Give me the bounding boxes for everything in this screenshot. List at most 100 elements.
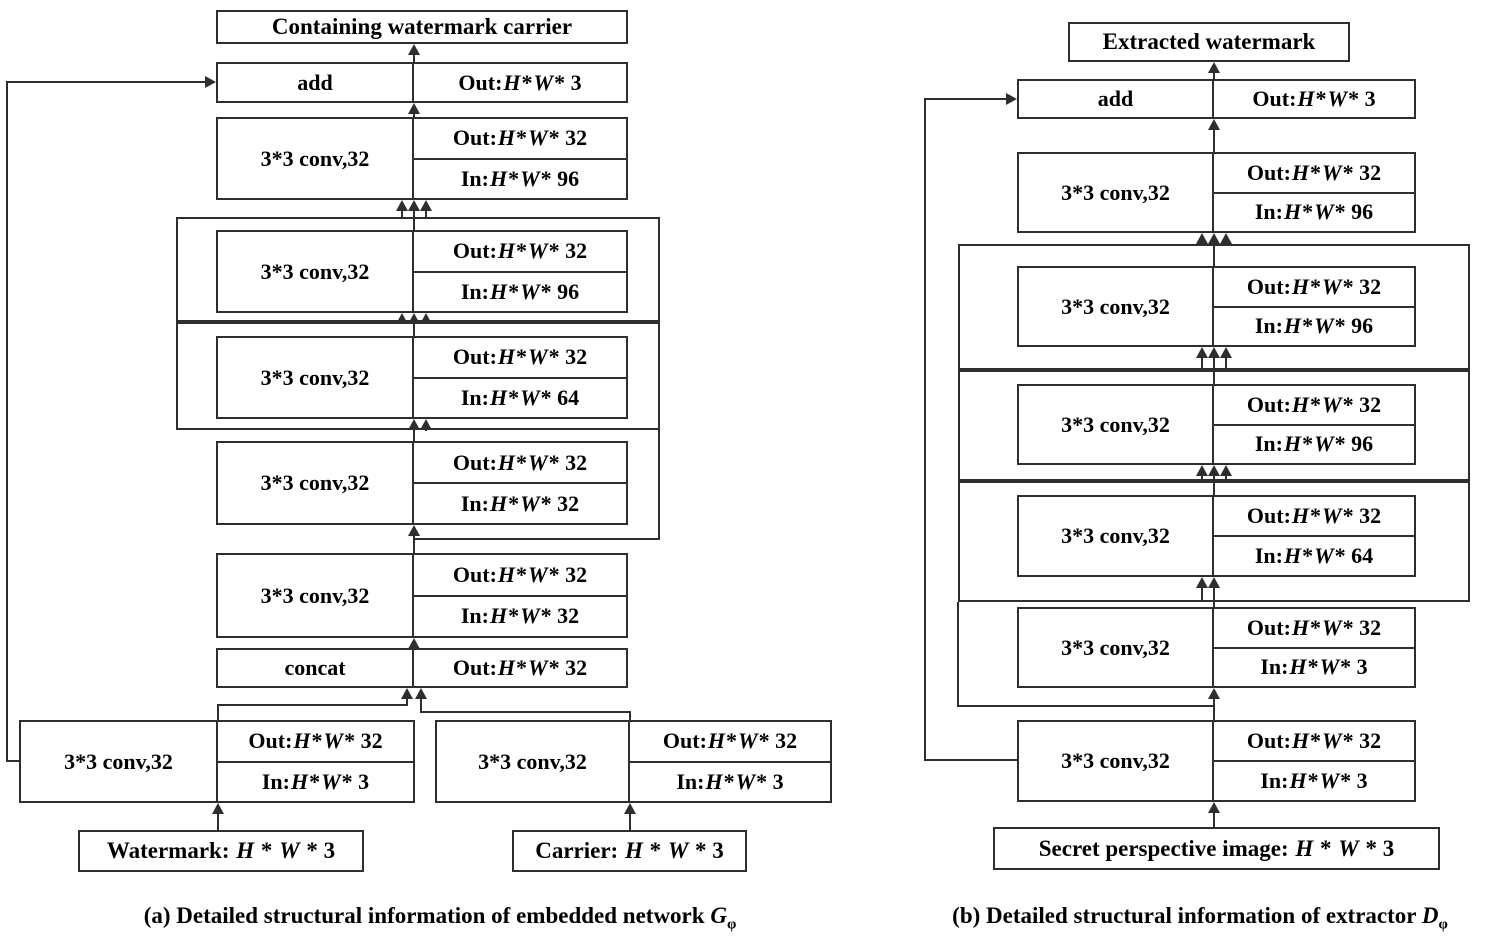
arrow-line xyxy=(1213,811,1215,827)
route-line xyxy=(217,704,219,720)
arrow-line xyxy=(425,209,427,217)
arrow-up-icon xyxy=(408,103,420,114)
arrow-line xyxy=(1201,356,1203,370)
arrow-up-icon xyxy=(1208,688,1220,699)
arrow-line xyxy=(1213,697,1215,720)
conv-in: In: H * W * 32 xyxy=(460,490,580,516)
conv-in: In: H * W * 96 xyxy=(1254,313,1374,339)
conv-in: In: H * W * 64 xyxy=(1254,543,1374,568)
conv-in: In: H * W * 3 xyxy=(1260,768,1368,793)
arrow-up-icon xyxy=(420,200,432,211)
arrow-up-icon xyxy=(408,419,420,430)
arrow-line xyxy=(217,812,219,830)
conv-in: In: H * W * 64 xyxy=(460,384,580,410)
arrow-up-icon xyxy=(408,44,420,55)
arrow-line xyxy=(1213,71,1215,79)
arrow-line xyxy=(1225,474,1227,481)
arrow-up-icon xyxy=(1196,347,1208,358)
arrow-line xyxy=(1201,586,1203,602)
arrow-up-icon xyxy=(1220,465,1232,476)
arrow-up-icon xyxy=(1208,62,1220,73)
conv-label: 3*3 conv,32 xyxy=(21,722,218,801)
conv-label: 3*3 conv,32 xyxy=(1019,722,1214,800)
conv-out: Out: H * W * 32 xyxy=(1214,154,1414,194)
conv-in: In: H * W * 96 xyxy=(1254,199,1374,225)
arrow-line xyxy=(629,812,631,830)
arrow-up-icon xyxy=(408,638,420,649)
arrow-line xyxy=(1225,356,1227,370)
arrow-line xyxy=(1213,128,1215,152)
arrow-up-icon xyxy=(1208,233,1220,244)
arrow-up-icon xyxy=(396,313,408,324)
output-label-a: Containing watermark carrier xyxy=(271,14,573,39)
conv-block-b2: 3*3 conv,32 Out: H * W * 32 In: H * W * 9… xyxy=(1017,266,1416,347)
residual-skip-line xyxy=(7,81,207,83)
arrow-up-icon xyxy=(1196,465,1208,476)
residual-skip-line xyxy=(6,81,8,762)
conv-out: Out: H * W * 32 xyxy=(1214,722,1414,762)
conv-label: 3*3 conv,32 xyxy=(1019,609,1214,686)
conv-label: 3*3 conv,32 xyxy=(1019,386,1214,463)
caption-b-subscript: φ xyxy=(1438,916,1448,933)
input-box-carrier: Carrier: H * W * 3 xyxy=(512,830,747,872)
arrow-line xyxy=(1201,474,1203,481)
arrow-line xyxy=(420,697,422,713)
arrow-line xyxy=(413,428,415,441)
concat-node-a: concat Out: H * W * 32 xyxy=(216,648,628,688)
caption-a-text: (a) Detailed structural information of e… xyxy=(143,903,711,928)
add-node-b: add Out: H * W * 3 xyxy=(1017,79,1416,119)
skip-envelope-a3-bottom-edge xyxy=(414,538,660,540)
arrow-right-icon xyxy=(1006,93,1017,105)
arrow-up-icon xyxy=(624,803,636,814)
arrow-line xyxy=(1213,356,1215,384)
arrow-up-icon xyxy=(1208,802,1220,813)
conv-out: Out: H * W * 32 xyxy=(414,443,626,484)
route-line xyxy=(629,711,631,720)
route-line xyxy=(420,711,631,713)
arrow-up-icon xyxy=(415,688,427,699)
arrow-right-icon xyxy=(205,76,216,88)
add-label-b: add xyxy=(1019,81,1214,117)
conv-label: 3*3 conv,32 xyxy=(1019,268,1214,345)
arrow-up-icon xyxy=(396,200,408,211)
conv-out: Out: H * W * 32 xyxy=(414,338,626,379)
conv-in: In: H * W * 96 xyxy=(460,278,580,304)
conv-label: 3*3 conv,32 xyxy=(437,722,630,801)
arrow-line xyxy=(413,534,415,553)
arrow-line xyxy=(1213,586,1215,607)
carrier-input-label: Carrier: H * W * 3 xyxy=(535,838,724,863)
arrow-line xyxy=(425,428,427,431)
arrow-line xyxy=(1213,242,1215,266)
conv-out: Out: H * W * 32 xyxy=(1214,497,1414,537)
route-line xyxy=(218,704,408,706)
arrow-up-icon xyxy=(1208,465,1220,476)
conv-block-b1: 3*3 conv,32 Out: H * W * 32 In: H * W * 9… xyxy=(1017,152,1416,233)
conv-block-a3: 3*3 conv,32 Out: H * W * 32 In: H * W * 6… xyxy=(216,336,628,419)
output-label-b: Extracted watermark xyxy=(1102,29,1316,54)
arrow-up-icon xyxy=(420,419,432,430)
arrow-line xyxy=(413,322,415,336)
conv-out: Out: H * W * 32 xyxy=(630,722,830,763)
input-box-watermark: Watermark: H * W * 3 xyxy=(78,830,364,872)
conv-label: 3*3 conv,32 xyxy=(218,338,414,417)
concat-label-a: concat xyxy=(218,650,414,686)
caption-b-text: (b) Detailed structural information of e… xyxy=(952,903,1422,928)
arrow-line xyxy=(406,697,408,705)
input-box-secret: Secret perspective image: H * W * 3 xyxy=(993,827,1440,870)
caption-a: (a) Detailed structural information of e… xyxy=(60,903,820,934)
caption-b: (b) Detailed structural information of e… xyxy=(880,903,1500,934)
conv-label: 3*3 conv,32 xyxy=(1019,154,1214,231)
conv-out: Out: H * W * 32 xyxy=(1214,268,1414,308)
arrow-up-icon xyxy=(1208,347,1220,358)
watermark-input-label: Watermark: H * W * 3 xyxy=(106,838,336,863)
conv-in: In: H * W * 3 xyxy=(261,768,370,794)
conv-out: Out: H * W * 32 xyxy=(414,119,626,160)
